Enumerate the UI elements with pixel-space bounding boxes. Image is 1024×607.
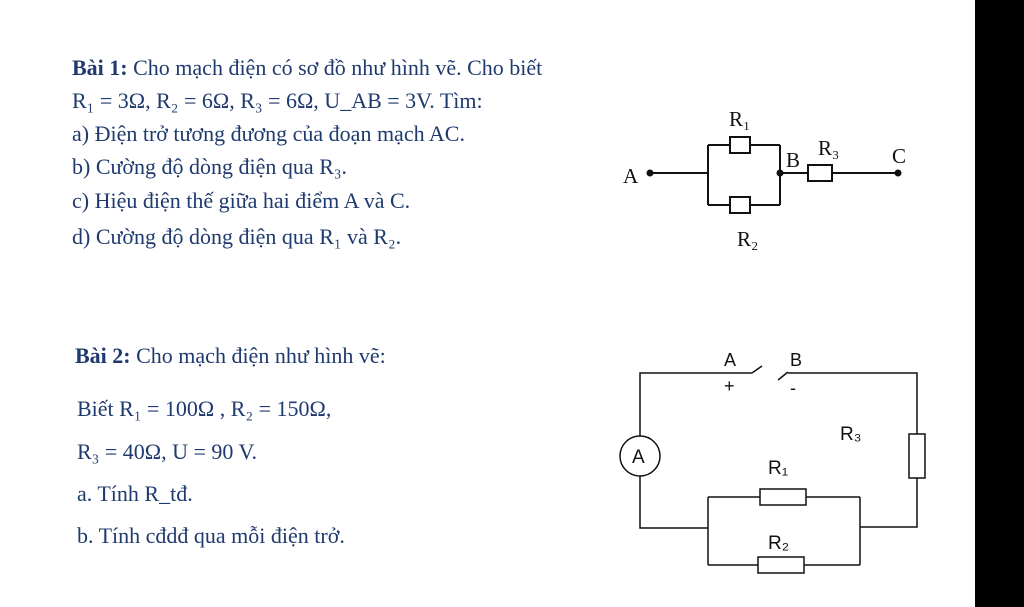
problem2-given-line1: Biết R₁ = 100Ω , R₂ = 150Ω, — [77, 396, 332, 421]
circuit1 — [652, 136, 898, 214]
wire-top-left — [639, 372, 752, 436]
node-b — [776, 169, 784, 177]
problem1-question-b: b) Cường độ dòng điện qua R₃. — [72, 154, 348, 179]
resistor-r2 — [729, 196, 751, 214]
problem1-heading: Bài 1: Cho mạch điện có sơ đồ như hình v… — [72, 57, 542, 79]
problem2-question-b: b. Tính cđdđ qua mỗi điện trở. — [77, 523, 345, 548]
label-r1: R₁ — [729, 107, 750, 131]
problem1-question-c: c) Hiệu điện thế giữa hai điểm A và C. — [72, 188, 411, 213]
problem2-intro: Cho mạch điện như hình vẽ: — [130, 343, 386, 368]
switch-contact-a — [751, 365, 763, 374]
label-r2: R₂ — [737, 227, 758, 251]
label-r2-2: R₂ — [768, 533, 789, 554]
label-node-c: C — [892, 144, 906, 168]
label-r1-2: R₁ — [768, 458, 788, 479]
label-node-b: B — [786, 148, 800, 172]
circuit2 — [619, 365, 926, 574]
problem2-question-a: a. Tính R_tđ. — [77, 481, 193, 506]
node-a — [646, 169, 654, 177]
node-c — [894, 169, 902, 177]
circuit-diagrams: A B C R₁ R₂ R₃ A B + - A R₃ — [619, 107, 926, 574]
resistor-r3 — [807, 164, 833, 182]
wire-right-bottom — [860, 478, 918, 528]
label-plus: + — [724, 376, 735, 396]
problem1-intro: Cho mạch điện có sơ đồ như hình vẽ. Cho … — [127, 55, 543, 80]
switch-contact-b — [777, 371, 789, 381]
problem2-given-line2: R₃ = 40Ω, U = 90 V. — [77, 439, 258, 464]
problem1-given: R₁ = 3Ω, R₂ = 6Ω, R₃ = 6Ω, U_AB = 3V. Tì… — [72, 88, 483, 113]
worksheet-page: Bài 1: Cho mạch điện có sơ đồ như hình v… — [0, 0, 975, 607]
problem1-question-a: a) Điện trở tương đương của đoạn mạch AC… — [72, 121, 465, 146]
resistor-r1 — [729, 136, 751, 154]
label-minus: - — [790, 378, 796, 398]
wire-left-bottom — [639, 476, 708, 529]
problem1-title: Bài 1: — [72, 55, 128, 80]
problem2-heading: Bài 2: Cho mạch điện như hình vẽ: — [75, 345, 386, 367]
resistor-r2-2 — [757, 556, 805, 574]
label-r3: R₃ — [818, 136, 839, 160]
problem1-question-d: d) Cường độ dòng điện qua R₁ và R₂. — [72, 224, 402, 249]
label-ammeter: A — [632, 447, 645, 468]
resistor-r1-2 — [759, 488, 807, 506]
resistor-r3-2 — [908, 433, 926, 479]
problem2-title: Bài 2: — [75, 343, 131, 368]
label-terminal-b: B — [790, 350, 802, 370]
wire-top-right — [788, 372, 918, 434]
label-r3-2: R₃ — [840, 424, 861, 445]
label-node-a: A — [623, 164, 639, 188]
label-terminal-a: A — [724, 350, 736, 370]
